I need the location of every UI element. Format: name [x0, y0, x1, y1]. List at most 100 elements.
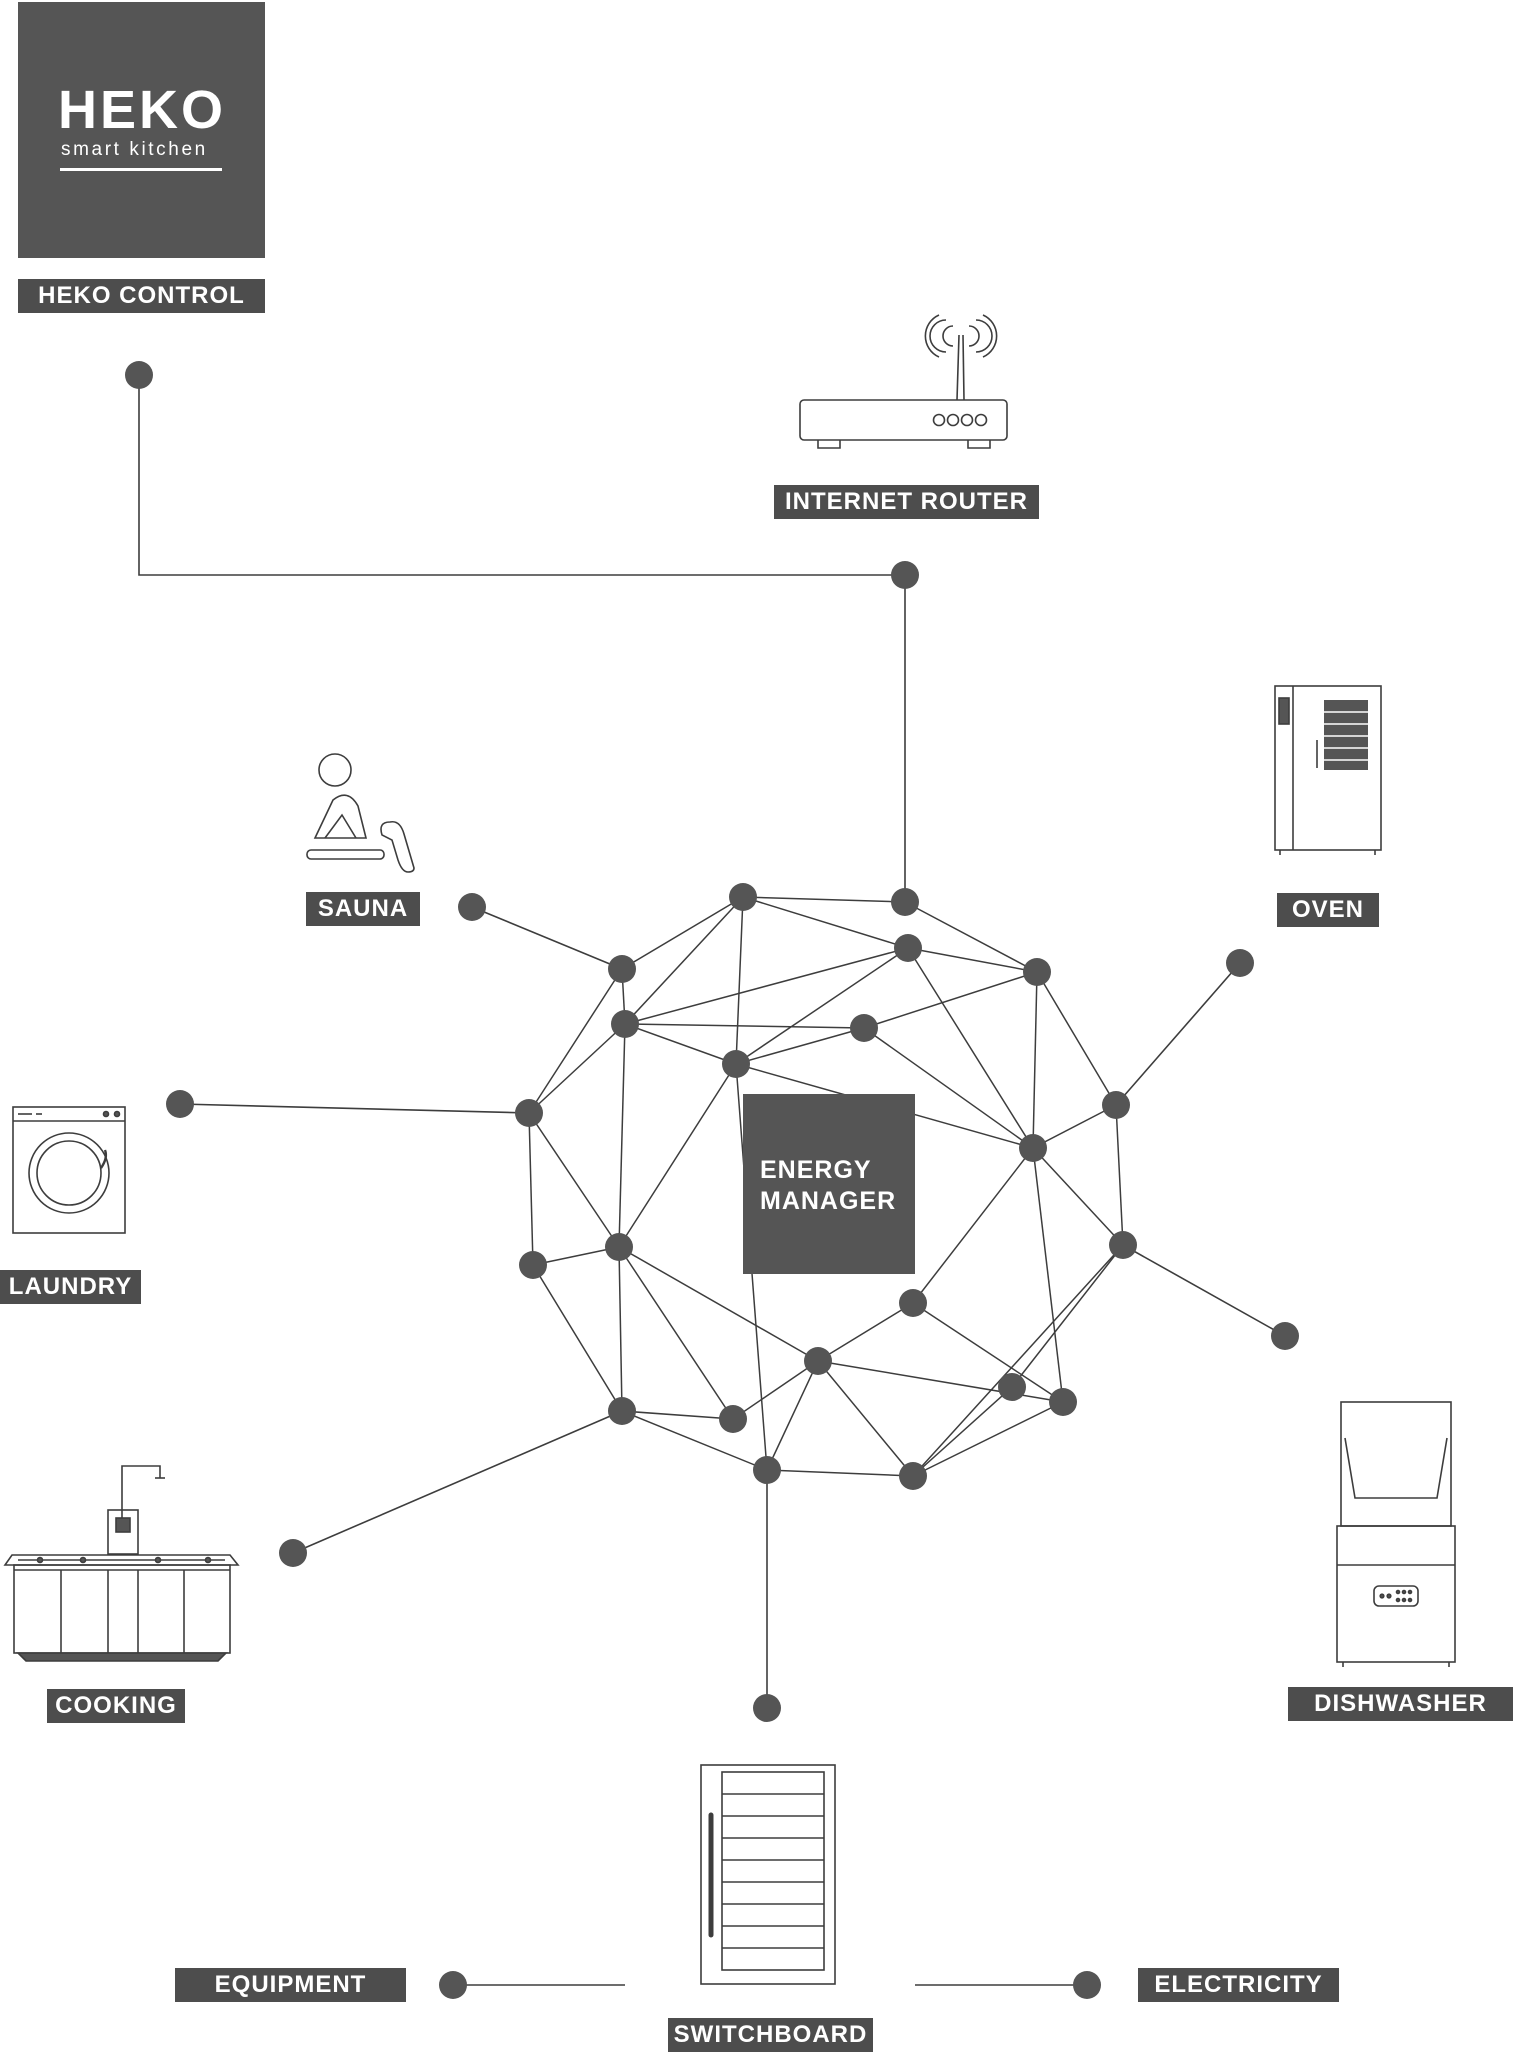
mesh-link — [1011, 1244, 1124, 1388]
mesh-node — [804, 1347, 832, 1375]
equipment-label: EQUIPMENT — [175, 1968, 406, 2002]
mesh-node — [515, 1099, 543, 1127]
energy-mesh-nodes — [515, 883, 1137, 1490]
mesh-node — [998, 1373, 1026, 1401]
mesh-node — [519, 1251, 547, 1279]
mesh-node — [1023, 958, 1051, 986]
mesh-node — [894, 934, 922, 962]
switchboard-node — [753, 1694, 781, 1722]
mesh-link — [907, 947, 1038, 973]
mesh-link — [1032, 1147, 1064, 1403]
mesh-link — [742, 896, 906, 903]
mesh-link — [907, 947, 1034, 1149]
mesh-link — [817, 1360, 914, 1477]
mesh-link — [618, 1063, 737, 1248]
oven-node — [1226, 949, 1254, 977]
mesh-link — [624, 1023, 865, 1029]
mesh-link — [528, 1112, 620, 1248]
mesh-link — [1032, 1104, 1117, 1149]
oven-connection — [1115, 962, 1241, 1106]
mesh-link — [1115, 1104, 1124, 1246]
mesh-node — [891, 888, 919, 916]
sauna-person-icon — [306, 753, 415, 873]
mesh-link — [618, 1023, 626, 1248]
mesh-link — [621, 1410, 768, 1471]
internet-router-label: INTERNET ROUTER — [774, 485, 1039, 519]
mesh-node — [608, 1397, 636, 1425]
heko-control-connection — [138, 375, 906, 902]
oven-label: OVEN — [1277, 893, 1379, 927]
oven-icon — [1274, 685, 1382, 855]
switchboard-label: SWITCHBOARD — [668, 2018, 873, 2052]
washing-machine-icon — [12, 1106, 126, 1234]
energy-manager-box: ENERGY MANAGER — [743, 1094, 915, 1274]
heko-control-label: HEKO CONTROL — [18, 279, 265, 313]
mesh-link — [904, 901, 1038, 973]
router-icon — [799, 314, 1008, 449]
mesh-link — [624, 1023, 737, 1065]
mesh-node — [605, 1233, 633, 1261]
mesh-link — [618, 1246, 734, 1420]
mesh-link — [817, 1302, 914, 1362]
mesh-link — [766, 1469, 914, 1477]
heko-logo: HEKO smart kitchen — [18, 2, 265, 258]
cooking-label: COOKING — [47, 1689, 185, 1723]
dishwasher-node — [1271, 1322, 1299, 1350]
cooking-node — [279, 1539, 307, 1567]
mesh-node — [753, 1456, 781, 1484]
mesh-link — [618, 1246, 819, 1362]
mesh-node — [1109, 1231, 1137, 1259]
mesh-node — [1102, 1091, 1130, 1119]
electricity-node — [1073, 1971, 1101, 1999]
equipment-node — [439, 1971, 467, 1999]
dishwasher-icon — [1336, 1401, 1456, 1667]
electricity-label: ELECTRICITY — [1138, 1968, 1339, 2002]
mesh-link — [528, 1023, 626, 1114]
mesh-link — [621, 896, 744, 970]
mesh-node — [608, 955, 636, 983]
mesh-link — [766, 1360, 819, 1471]
switchboard-cabinet-icon — [700, 1764, 836, 1985]
heko-tagline: smart kitchen — [61, 139, 208, 160]
mesh-node — [899, 1289, 927, 1317]
sauna-node — [458, 893, 486, 921]
mesh-link — [532, 1264, 623, 1412]
mesh-link — [1036, 971, 1117, 1106]
mesh-link — [912, 1386, 1013, 1477]
energy-manager-line2: MANAGER — [760, 1187, 897, 1215]
cooking-connection — [292, 1410, 623, 1554]
mesh-link — [621, 1410, 734, 1420]
dishwasher-connection — [1122, 1244, 1286, 1337]
energy-manager-label: ENERGY MANAGER — [760, 1155, 896, 1217]
mesh-link — [735, 896, 744, 1065]
mesh-link — [863, 971, 1038, 1029]
mesh-node — [719, 1405, 747, 1433]
mesh-link — [618, 1246, 623, 1412]
sauna-label: SAUNA — [306, 892, 420, 926]
device-connections — [138, 375, 1286, 1986]
mesh-link — [735, 947, 909, 1065]
sauna-connection — [471, 906, 623, 970]
mesh-link — [912, 1147, 1034, 1304]
mesh-link — [817, 1360, 1064, 1403]
mesh-node — [1049, 1388, 1077, 1416]
mesh-link — [528, 968, 623, 1114]
mesh-link — [624, 896, 744, 1025]
mesh-link — [1032, 1147, 1124, 1246]
laundry-connection — [179, 1103, 530, 1114]
mesh-node — [850, 1014, 878, 1042]
mesh-node — [611, 1010, 639, 1038]
mesh-node — [722, 1050, 750, 1078]
mesh-link — [532, 1246, 620, 1266]
heko-control-node — [125, 361, 153, 389]
mesh-link — [863, 1027, 1034, 1149]
mesh-link — [912, 1401, 1064, 1477]
laundry-node — [166, 1090, 194, 1118]
cooking-range-icon — [3, 1465, 240, 1662]
mesh-link — [732, 1360, 819, 1420]
mesh-link — [912, 1244, 1124, 1477]
mesh-node — [899, 1462, 927, 1490]
heko-brand-text: HEKO — [58, 80, 227, 140]
mesh-link — [912, 1302, 1064, 1403]
